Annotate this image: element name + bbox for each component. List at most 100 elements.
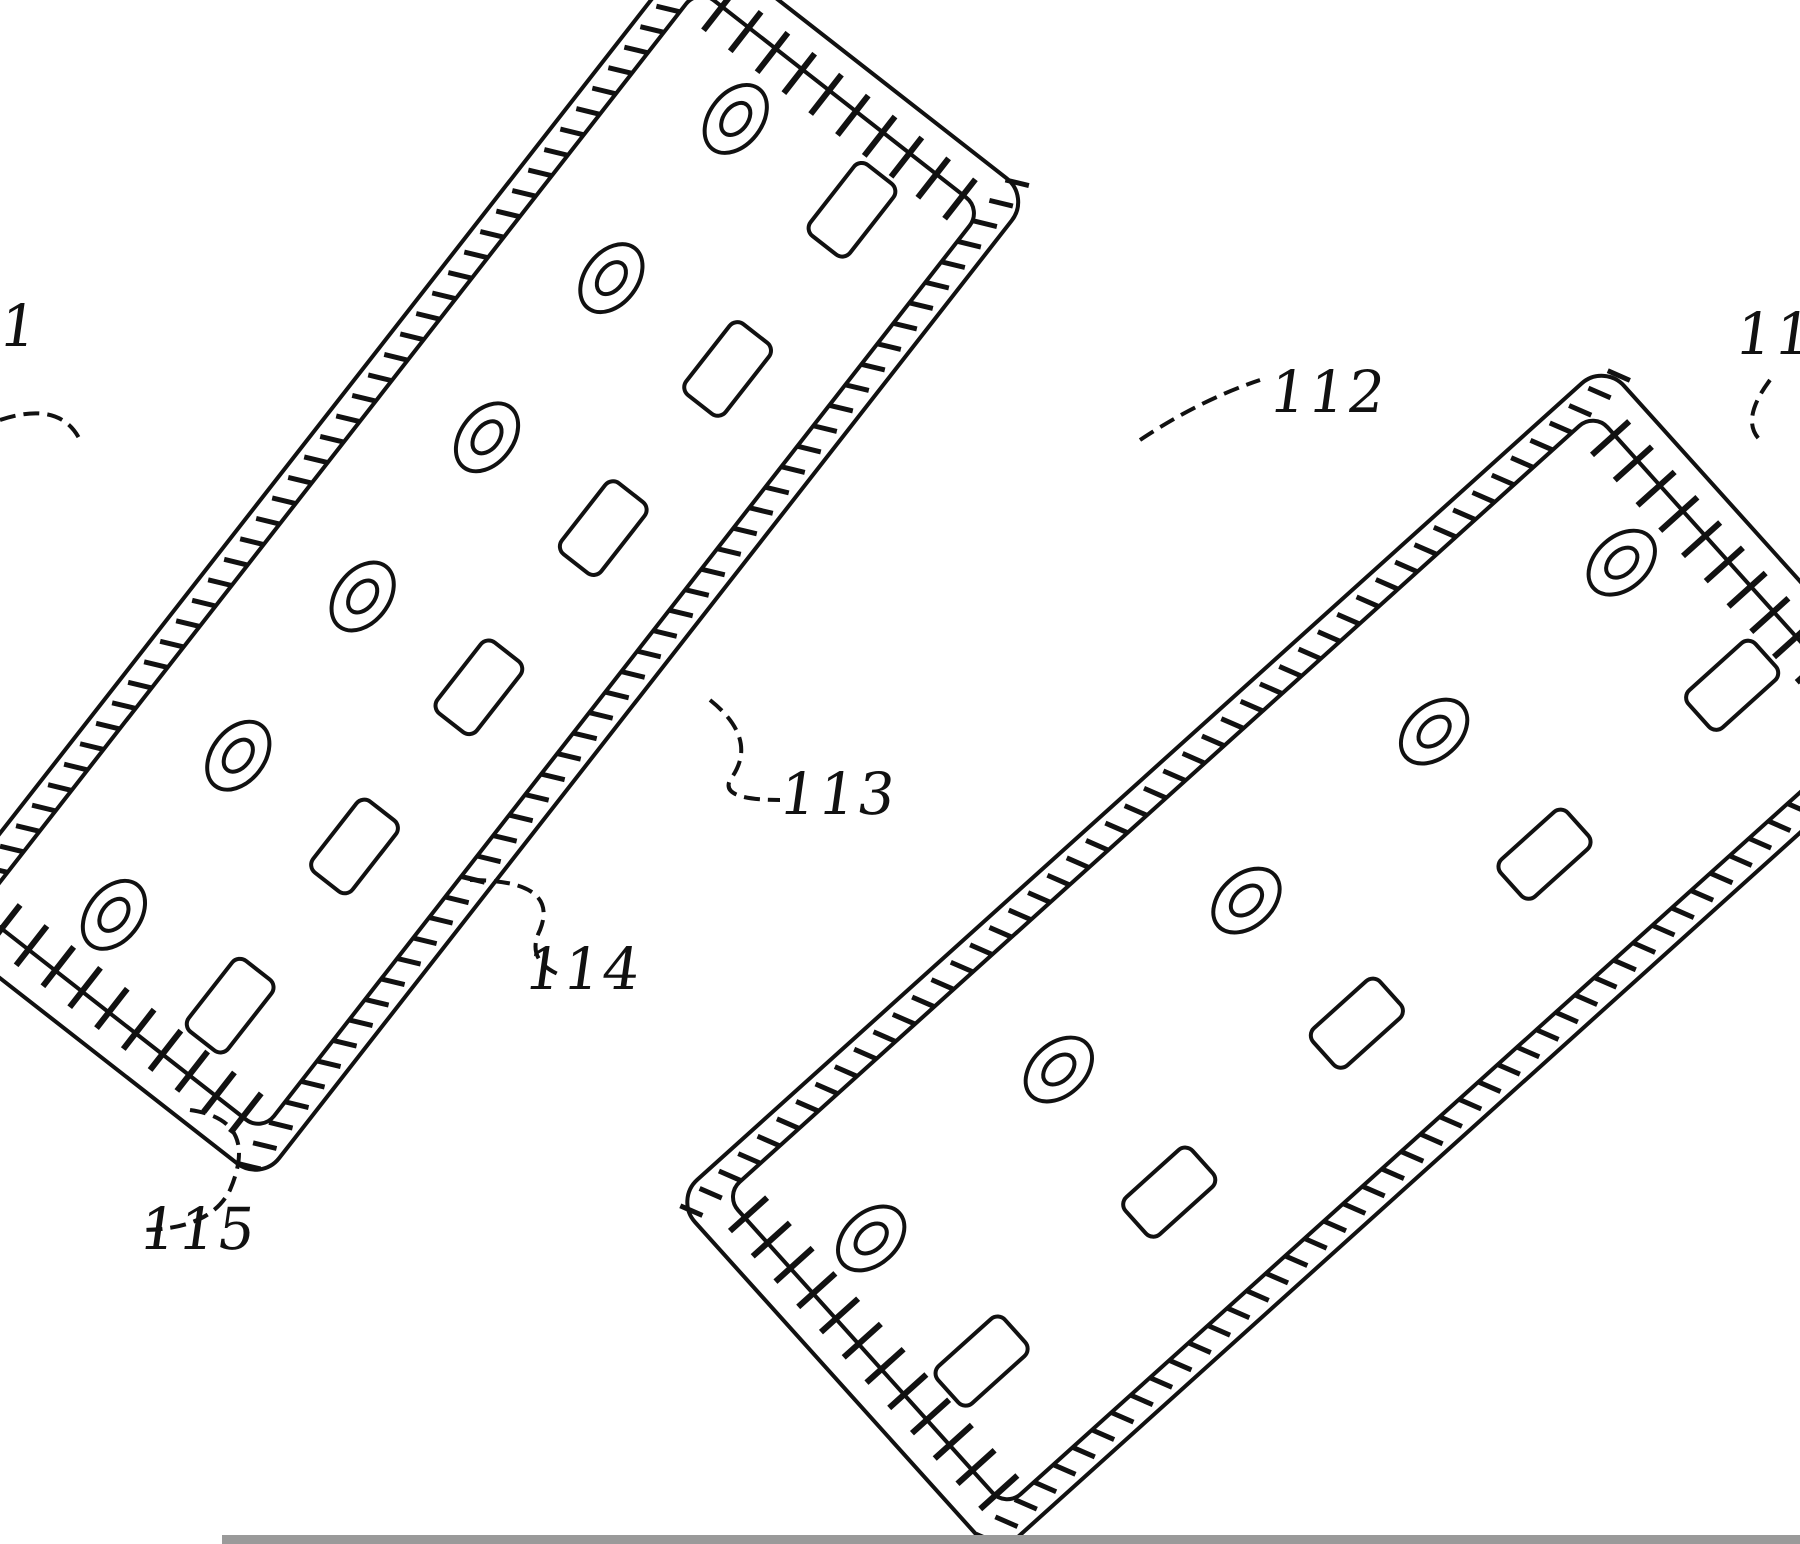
- hatch-line: [1587, 385, 1612, 401]
- hatch-line: [924, 279, 950, 291]
- hatch-line: [431, 290, 457, 302]
- end-fin: [1658, 494, 1700, 533]
- end-fin: [750, 1220, 792, 1259]
- hatch-line: [1071, 1444, 1096, 1460]
- end-fin: [94, 986, 130, 1030]
- end-fin: [120, 1007, 157, 1051]
- hatch-line: [1574, 992, 1599, 1007]
- hatch-line: [175, 618, 201, 629]
- hatch-line: [511, 188, 537, 199]
- hatch-line: [287, 474, 313, 486]
- housing-inner: [0, 0, 976, 1126]
- end-fin: [754, 30, 791, 75]
- end-fin: [915, 156, 951, 200]
- end-fin: [1680, 520, 1723, 559]
- hatch-line: [717, 1168, 743, 1183]
- hatch-line: [716, 546, 742, 557]
- device-body: [679, 368, 1800, 1544]
- label-11-partial: 11: [1731, 300, 1800, 368]
- contact-block: [1121, 1145, 1218, 1239]
- mounting-hole-inner: [470, 419, 504, 456]
- hatch-line: [1568, 403, 1593, 418]
- hatch-line: [1297, 646, 1322, 662]
- end-fin: [808, 72, 844, 116]
- hatch-line: [1239, 698, 1264, 714]
- hatch-line: [872, 1029, 897, 1044]
- label-114: 114: [520, 935, 647, 1003]
- label-112: 112: [1265, 358, 1392, 426]
- hatch-line: [988, 197, 1014, 209]
- leader-112: [1138, 378, 1261, 442]
- contact-block: [1496, 807, 1593, 901]
- mounting-hole: [578, 242, 645, 315]
- hatch-line: [1284, 1253, 1309, 1268]
- end-fin: [40, 945, 77, 989]
- hatch-line: [1065, 855, 1090, 870]
- contact-block: [806, 160, 898, 259]
- hatch-line: [795, 1099, 820, 1114]
- hatch-line: [1004, 177, 1030, 188]
- mounting-hole: [702, 83, 769, 155]
- hatch-line: [1245, 1288, 1270, 1303]
- hatch-line: [828, 402, 854, 414]
- end-fin: [773, 1245, 815, 1284]
- hatch-line: [892, 320, 918, 332]
- end-fin: [818, 1296, 861, 1335]
- end-fin: [864, 1346, 906, 1385]
- hatch-line: [1516, 1044, 1541, 1060]
- hatch-line: [271, 495, 297, 506]
- end-fin: [781, 51, 818, 95]
- label-113: 113: [775, 760, 902, 828]
- contact-block: [433, 638, 525, 737]
- end-fin: [0, 903, 23, 947]
- hatch-line: [300, 1078, 326, 1090]
- end-fin: [727, 1195, 770, 1234]
- end-fin: [1703, 545, 1745, 584]
- hatch-line: [780, 464, 806, 475]
- hatch-line: [1606, 368, 1631, 383]
- hatch-line: [623, 44, 649, 56]
- hatch-line: [860, 361, 886, 373]
- hatch-line: [1747, 836, 1773, 851]
- hatch-line: [1529, 438, 1554, 453]
- hatch-line: [1148, 1375, 1174, 1390]
- hatch-line: [1452, 507, 1477, 522]
- hatch-line: [303, 454, 329, 466]
- hatch-line: [775, 1116, 801, 1131]
- hatch-line: [700, 566, 726, 578]
- mounting-hole-inner: [221, 737, 255, 774]
- housing-outline: [685, 373, 1800, 1544]
- hatch-line: [1104, 820, 1129, 836]
- hatch-line: [572, 730, 598, 742]
- hatch-line: [127, 679, 153, 691]
- hatch-line: [940, 259, 966, 270]
- hatch-line: [1374, 577, 1400, 592]
- hatch-line: [1278, 664, 1303, 679]
- hatch-line: [756, 1133, 781, 1149]
- hatch-line: [47, 782, 73, 793]
- hatch-line: [159, 638, 185, 650]
- mounting-hole-inner: [594, 260, 628, 297]
- leader-11: [1750, 378, 1772, 442]
- mounting-hole: [1586, 528, 1657, 597]
- mounting-hole-inner: [1228, 883, 1265, 918]
- end-fin: [228, 1091, 264, 1135]
- end-fin: [932, 1422, 974, 1461]
- hatch-line: [412, 935, 438, 947]
- end-fin: [67, 965, 103, 1010]
- hatch-line: [524, 792, 550, 803]
- hatch-line: [732, 525, 758, 537]
- hatch-line: [31, 802, 57, 814]
- mounting-hole-inner: [1416, 714, 1452, 749]
- hatch-line: [1322, 1218, 1347, 1234]
- hatch-line: [399, 331, 425, 343]
- hatch-line: [1361, 1184, 1386, 1199]
- hatch-line: [1400, 1149, 1425, 1164]
- hatch-line: [380, 976, 406, 988]
- hatch-line: [332, 1037, 358, 1049]
- hatch-line: [351, 393, 377, 404]
- hatch-line: [1432, 525, 1457, 540]
- hatch-line: [1090, 1427, 1116, 1442]
- hatch-line: [527, 167, 553, 179]
- hatch-line: [284, 1099, 310, 1110]
